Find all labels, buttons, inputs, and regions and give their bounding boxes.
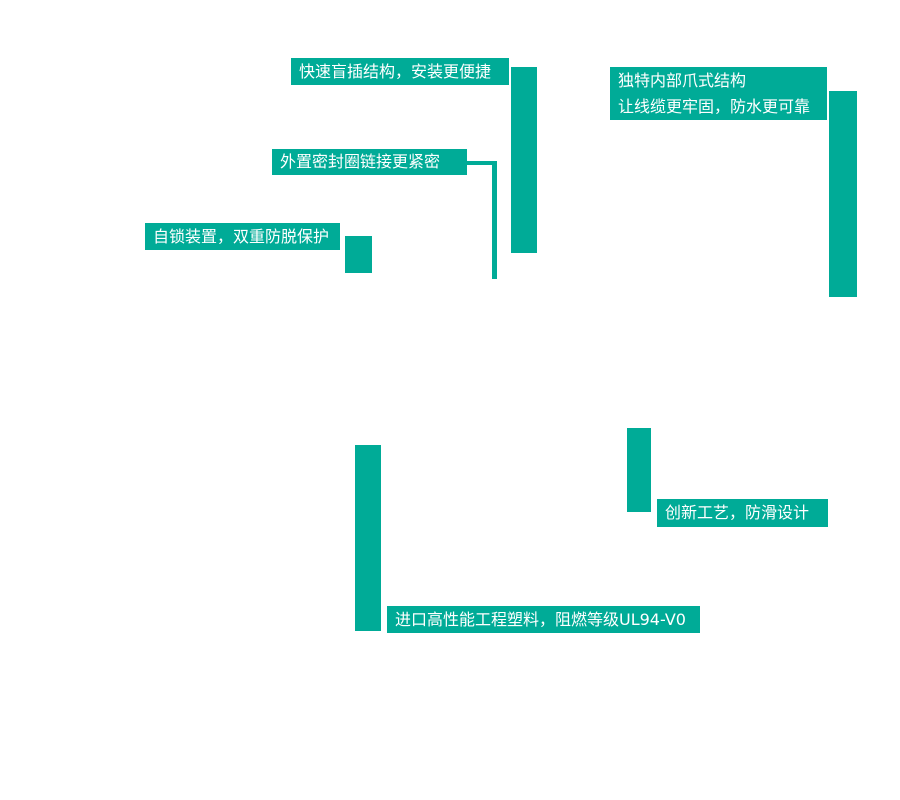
callout-label-material: 进口高性能工程塑料，阻燃等级UL94-V0 xyxy=(387,606,700,633)
callout-label-blind-mate: 快速盲插结构，安装更便捷 xyxy=(291,58,509,85)
callout-label-seal-ring: 外置密封圈链接更紧密 xyxy=(272,149,467,175)
callout-marker-bar-blind-mate xyxy=(511,67,537,253)
callout-connector-seal-ring-vertical xyxy=(492,161,497,279)
callout-connector-seal-ring-horizontal xyxy=(467,161,497,165)
callout-marker-bar-anti-slip xyxy=(627,428,651,512)
callout-marker-bar-material xyxy=(355,445,381,631)
callout-label-self-lock: 自锁装置，双重防脱保护 xyxy=(145,223,340,250)
callout-label-claw-line1: 独特内部爪式结构 xyxy=(618,71,747,90)
callout-label-claw-line2: 让线缆更牢固，防水更可靠 xyxy=(618,97,811,116)
callout-label-anti-slip: 创新工艺，防滑设计 xyxy=(657,499,828,527)
callout-marker-bar-claw-structure xyxy=(829,91,857,297)
callout-label-claw-structure: 独特内部爪式结构 让线缆更牢固，防水更可靠 xyxy=(610,67,827,120)
callout-marker-square-self-lock xyxy=(345,236,372,273)
